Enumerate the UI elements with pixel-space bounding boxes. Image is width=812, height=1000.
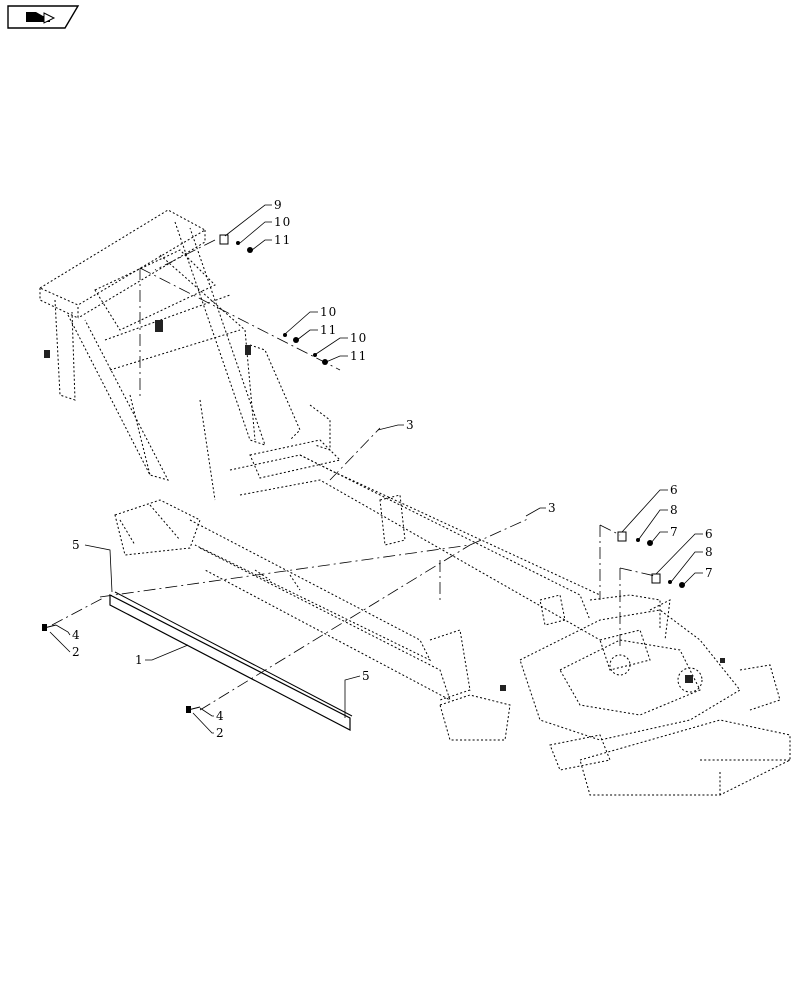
callout-11: 11	[320, 323, 337, 337]
callout-4: 4	[72, 628, 81, 642]
callout-10: 10	[274, 215, 291, 229]
leader-lines	[49, 204, 703, 734]
callout-2: 2	[216, 726, 225, 740]
bolt-icon	[186, 706, 201, 713]
strap-bar	[109, 591, 353, 731]
callout-5: 5	[362, 669, 371, 683]
callout-6: 6	[705, 527, 714, 541]
callout-3: 3	[406, 418, 415, 432]
callout-7: 7	[670, 525, 679, 539]
return-arrow-icon[interactable]	[7, 5, 80, 29]
callout-10: 10	[350, 331, 367, 345]
callout-2: 2	[72, 645, 81, 659]
bolt-icon	[42, 624, 57, 631]
callout-10: 10	[320, 305, 337, 319]
callout-8: 8	[705, 545, 714, 559]
callout-9: 9	[274, 198, 283, 212]
callout-4: 4	[216, 709, 225, 723]
callout-11: 11	[274, 233, 291, 247]
phantom-lines	[51, 239, 656, 711]
callout-1: 1	[135, 653, 144, 667]
upright-frame	[38, 209, 331, 501]
main-chassis	[114, 439, 791, 796]
callout-labels: 9 10 11 10 11 10 11 3 3 6 8 7 6 8 7 5 5 …	[72, 198, 714, 740]
callout-5: 5	[72, 538, 81, 552]
callout-8: 8	[670, 503, 679, 517]
callout-6: 6	[670, 483, 679, 497]
callout-11: 11	[350, 349, 367, 363]
callout-3: 3	[548, 501, 557, 515]
hardware-parts	[42, 234, 685, 713]
callout-7: 7	[705, 566, 714, 580]
